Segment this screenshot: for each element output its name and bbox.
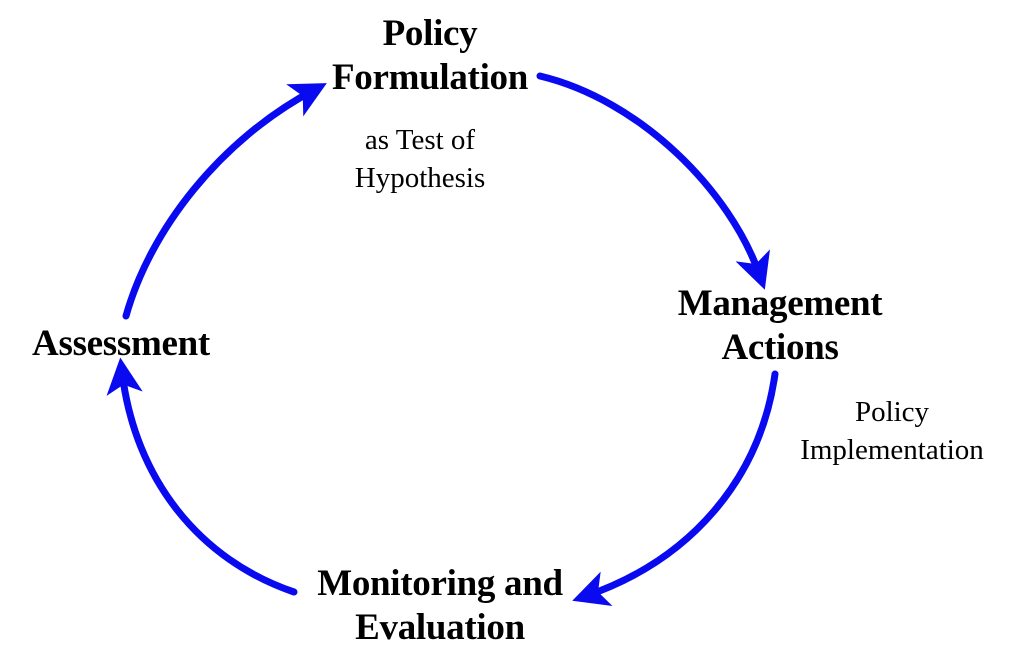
annotation-line: Hypothesis: [354, 162, 486, 194]
arrow-assessment-to-policy: [122, 83, 327, 320]
node-label-line: Monitoring and: [317, 563, 563, 604]
arrow-management-to-monitoring: [572, 370, 779, 607]
annotation-line: Implementation: [800, 434, 984, 466]
annotation-line: Policy: [854, 396, 930, 428]
annotation-implementation: Policy Implementation: [770, 393, 1014, 469]
node-policy-formulation: Policy Formulation: [300, 12, 560, 100]
node-label-line: Policy: [382, 13, 478, 54]
node-label-line: Evaluation: [355, 607, 525, 648]
node-monitoring-evaluation: Monitoring and Evaluation: [290, 562, 590, 650]
arrow-monitoring-to-assessment: [106, 357, 298, 596]
arrow-policy-to-management: [536, 72, 770, 290]
node-label-line: Actions: [721, 327, 839, 368]
annotation-hypothesis: as Test of Hypothesis: [300, 121, 540, 197]
node-label-line: Management: [677, 283, 883, 324]
node-assessment: Assessment: [10, 322, 232, 366]
annotation-line: as Test of: [364, 124, 476, 156]
node-label-line: Formulation: [331, 57, 529, 98]
node-management-actions: Management Actions: [650, 282, 910, 370]
node-label-line: Assessment: [32, 323, 210, 364]
